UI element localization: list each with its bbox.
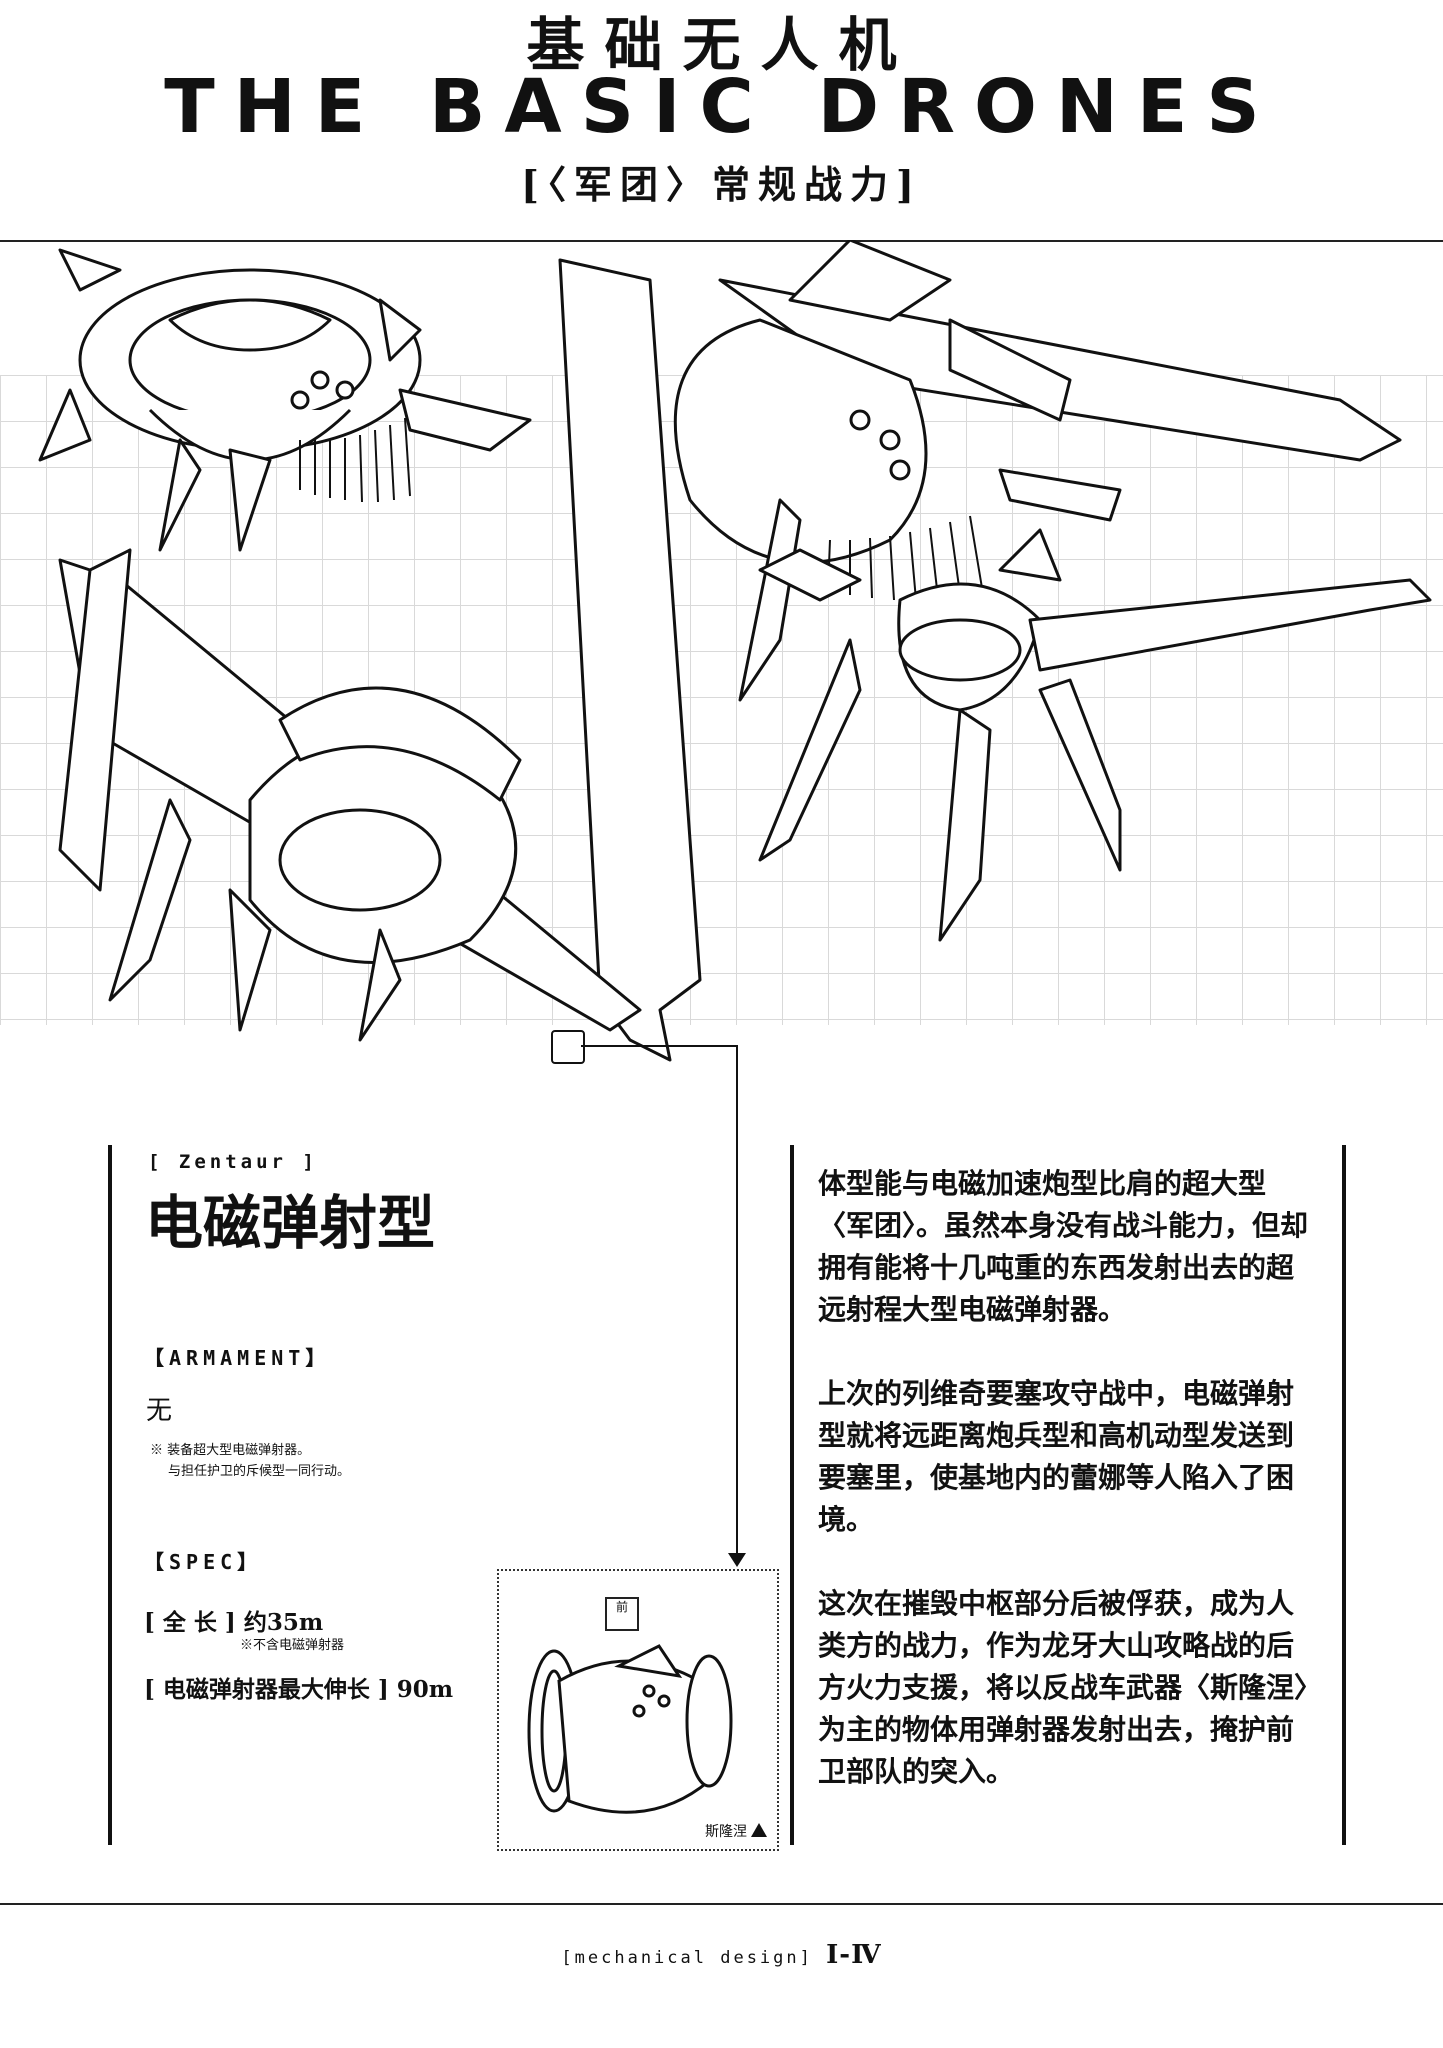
spec-catapult-label: [ 电磁弹射器最大伸长 ] <box>144 1676 389 1703</box>
page-subtitle: [〈军团〉常规战力] <box>521 162 922 207</box>
spec-catapult-value: 90m <box>396 1676 454 1703</box>
callout-arrow-icon <box>728 1553 746 1567</box>
left-column-rule <box>108 1145 112 1845</box>
page-title-english: THE BASIC DRONES <box>164 64 1279 150</box>
footer: [mechanical design] Ⅰ-Ⅳ <box>0 1940 1443 1970</box>
drone-view-bottom-right <box>758 528 1432 942</box>
direction-sign-text: 前 <box>615 1600 628 1614</box>
callout-line-horizontal <box>581 1045 737 1047</box>
right-column-rule-left <box>790 1145 794 1845</box>
page-number: Ⅰ-Ⅳ <box>826 1940 882 1970</box>
drone-view-bottom-left <box>58 548 642 1042</box>
spec-length-note: ※不含电磁弹射器 <box>240 1638 345 1653</box>
armament-note-1: ※ 装备超大型电磁弹射器。 <box>150 1443 311 1458</box>
sloane-illustration <box>527 1644 733 1814</box>
footer-label: [mechanical design] <box>561 1948 813 1968</box>
right-column-rule-right <box>1342 1145 1346 1845</box>
header-divider <box>0 240 1443 242</box>
armament-note-2: 与担任护卫的斥候型一同行动。 <box>168 1464 351 1479</box>
drone-view-top-left <box>38 248 532 552</box>
connector-chip-icon <box>551 1030 585 1064</box>
triangle-marker-icon <box>751 1823 767 1837</box>
spec-length-label: [ 全 长 ] <box>144 1609 236 1636</box>
spec-heading: 【SPEC】 <box>144 1550 263 1574</box>
description-paragraph-1: 体型能与电磁加速炮型比肩的超大型〈军团〉。虽然本身没有战斗能力，但却拥有能将十几… <box>818 1167 1309 1326</box>
description-paragraph-2: 上次的列维奇要塞攻守战中，电磁弹射型就将远距离炮兵型和高机动型发送到要塞里，使基… <box>818 1377 1295 1536</box>
spec-length-value: 约35m <box>243 1609 324 1636</box>
sloane-inset-figure: 前 斯隆涅 <box>497 1569 779 1851</box>
armament-heading: 【ARMAMENT】 <box>144 1346 331 1370</box>
unit-name: 电磁弹射型 <box>145 1189 436 1257</box>
unit-code-tag: [ Zentaur ] <box>148 1151 318 1173</box>
page-title-chinese: 基础无人机 <box>526 11 917 79</box>
spec-catapult-row: [ 电磁弹射器最大伸长 ] 90m <box>144 1670 453 1704</box>
drone-view-top-right <box>558 240 1402 1062</box>
mechanical-illustrations <box>38 240 1432 1062</box>
description-paragraph-3: 这次在摧毁中枢部分后被俘获，成为人类方的战力，作为龙牙大山攻略战的后方火力支援，… <box>818 1587 1309 1788</box>
inset-caption: 斯隆涅 <box>705 1824 747 1840</box>
armament-value: 无 <box>146 1396 173 1426</box>
callout-line-vertical <box>736 1045 738 1555</box>
footer-divider <box>0 1903 1443 1905</box>
spec-length-row: [ 全 长 ] 约35m <box>144 1603 323 1637</box>
description-text: 体型能与电磁加速炮型比肩的超大型〈军团〉。虽然本身没有战斗能力，但却拥有能将十几… <box>818 1163 1308 1835</box>
direction-sign: 前 <box>605 1597 639 1631</box>
